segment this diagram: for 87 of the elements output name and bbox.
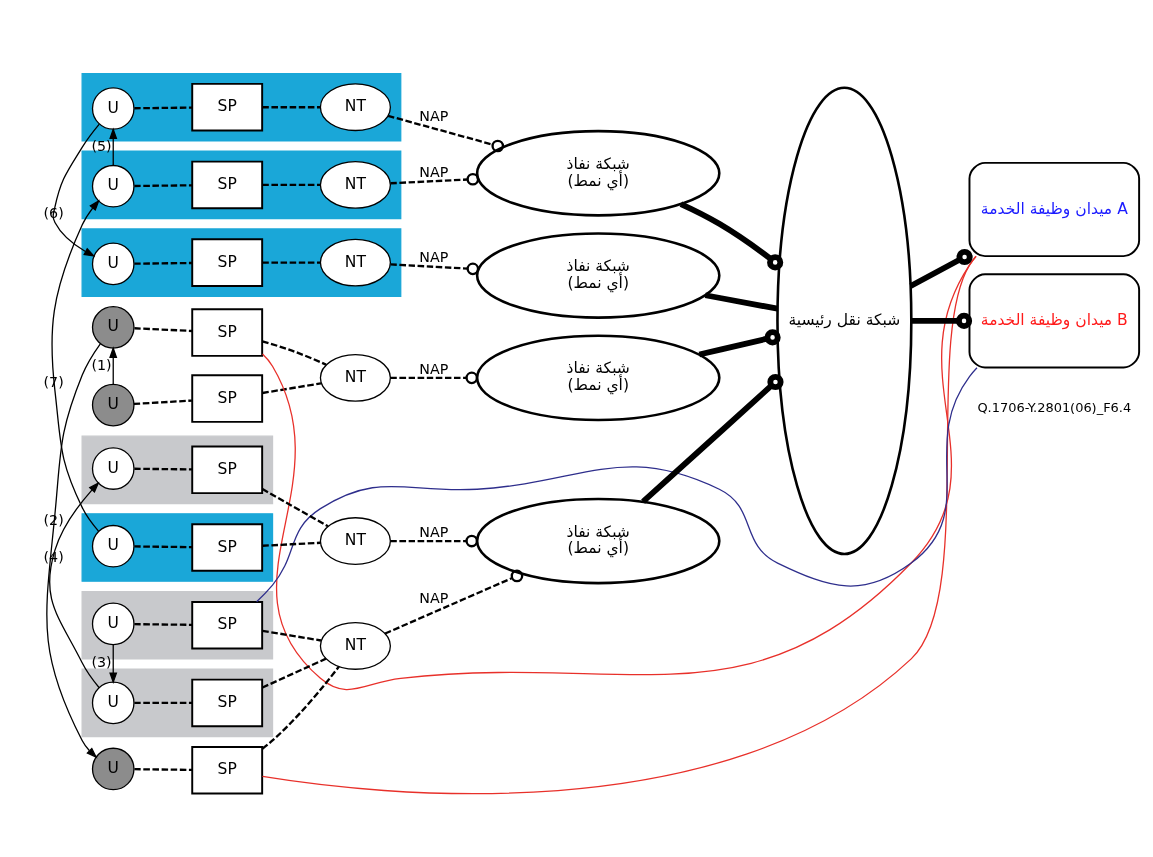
node-box: SP (191, 600, 264, 650)
node-circle: U (91, 524, 135, 568)
edge-label: NAP (419, 589, 449, 606)
connector (134, 467, 193, 471)
edge-label: (5) (91, 137, 112, 154)
edge-label: (3) (91, 654, 112, 671)
connector (261, 255, 977, 691)
node-ellipse: NT (319, 160, 391, 209)
node-box: ميدان وظيفة الخدمة A (968, 161, 1141, 258)
arrow (51, 199, 100, 532)
node-circle: U (91, 747, 135, 791)
node-box: ميدان وظيفة الخدمة B (968, 273, 1141, 369)
node-ellipse: شبكة نفاذ (أي نمط) (475, 334, 721, 422)
connector (390, 172, 480, 186)
connector (134, 261, 193, 265)
arrow (52, 123, 100, 257)
arrow (48, 481, 100, 689)
connector (911, 312, 973, 329)
connector (387, 114, 505, 153)
node-box: SP (191, 746, 264, 795)
connector (262, 541, 321, 547)
node-circle: U (91, 306, 135, 349)
node-ellipse: شبكة نفاذ (أي نمط) (475, 129, 721, 217)
arrow (109, 346, 118, 385)
node-box: SP (191, 374, 264, 423)
node-box: SP (191, 160, 264, 210)
connector (134, 106, 193, 110)
connector (134, 623, 193, 626)
label: Q.1706-Y.2801(06)_F6.4 (977, 400, 1132, 416)
connector (133, 399, 192, 406)
node-box: SP (191, 523, 264, 572)
node-circle: U (91, 87, 135, 130)
node-ellipse: NT (319, 517, 391, 565)
node-box: SP (191, 445, 264, 495)
node-ellipse: NT (319, 622, 391, 670)
cluster (81, 435, 274, 505)
cluster (81, 513, 274, 582)
connector (909, 248, 973, 289)
arrow (109, 644, 118, 685)
connector (262, 106, 321, 109)
connector (262, 657, 327, 689)
connector (134, 768, 193, 772)
connector (679, 201, 784, 271)
connector (134, 701, 193, 705)
node-circle: U (91, 164, 135, 208)
connector (704, 292, 778, 312)
edge-label: NAP (419, 360, 449, 377)
connector (262, 183, 321, 187)
connector (261, 255, 977, 795)
connector (134, 184, 193, 188)
node-box: SP (191, 308, 264, 357)
edge-label: NAP (419, 249, 449, 266)
node-ellipse: شبكة نفاذ (أي نمط) (475, 232, 721, 319)
connector (698, 329, 781, 358)
node-box: SP (191, 238, 264, 287)
connector (262, 340, 327, 366)
connector (261, 488, 329, 528)
edge-label: (1) (91, 356, 112, 373)
node-box: SP (191, 678, 264, 728)
node-circle: U (91, 447, 135, 490)
node-box: SP (191, 82, 264, 132)
connector (390, 534, 479, 548)
connector (390, 262, 480, 276)
edge-label: NAP (419, 523, 449, 540)
node-ellipse: NT (319, 83, 391, 132)
connector (134, 327, 193, 333)
node-circle: U (91, 242, 135, 286)
node-circle: U (91, 681, 135, 725)
arrow (109, 127, 118, 167)
connector (641, 373, 784, 504)
node-circle: U (91, 383, 135, 427)
node-ellipse: NT (319, 238, 391, 287)
connector (134, 545, 193, 549)
arrow (46, 343, 101, 759)
connector (390, 371, 479, 385)
node-circle: U (91, 602, 135, 646)
connector (262, 261, 321, 264)
connector (256, 367, 978, 603)
connector (262, 629, 322, 642)
connector (261, 665, 340, 750)
connector (262, 382, 322, 395)
node-ellipse: شبكة نقل رئيسية (776, 86, 913, 556)
cluster (81, 668, 274, 738)
connector (384, 569, 524, 635)
edge-label: NAP (419, 108, 449, 125)
node-ellipse: NT (319, 353, 391, 402)
edge-label: NAP (419, 163, 449, 180)
